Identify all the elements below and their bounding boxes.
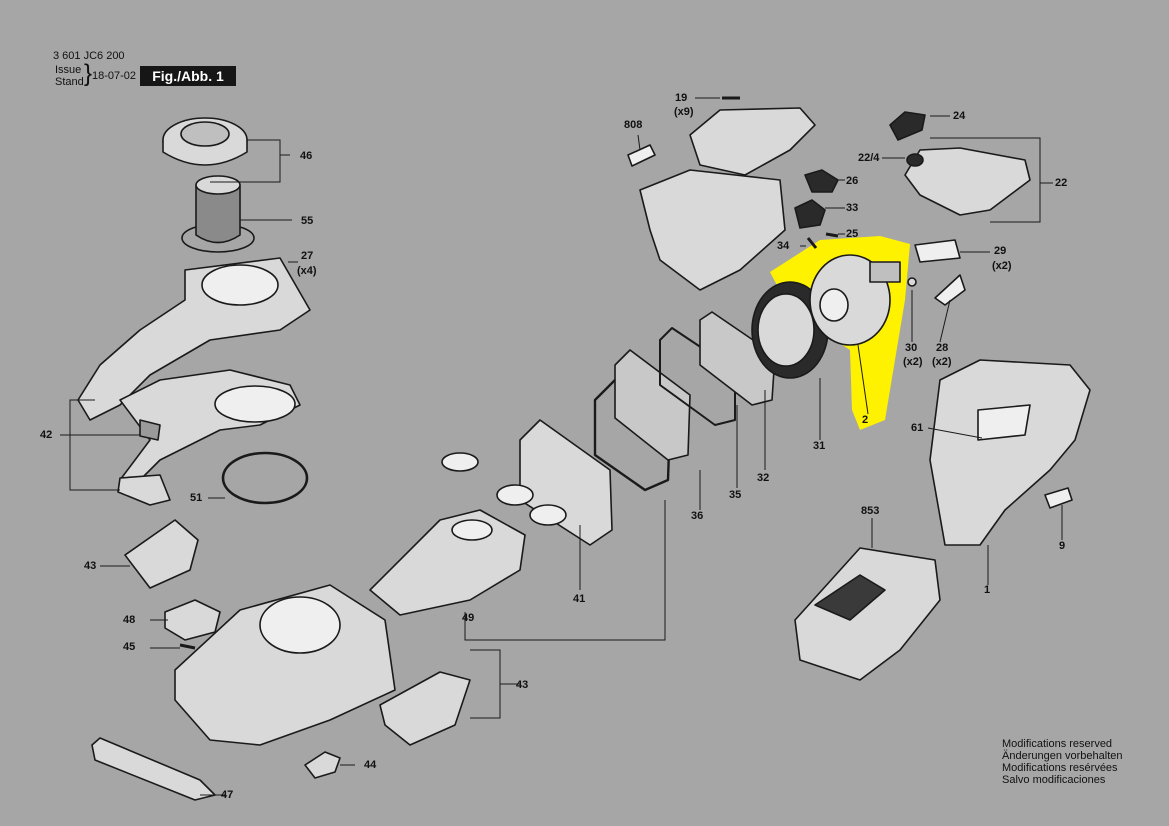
callout-42: 42 <box>40 429 53 441</box>
callout-35: 35 <box>729 489 742 501</box>
part-808-label <box>627 144 656 167</box>
callout-28-qty: (x2) <box>932 356 952 368</box>
part-31-motor-seal <box>751 281 829 379</box>
callout-44: 44 <box>364 759 377 771</box>
callout-26: 26 <box>846 175 859 187</box>
callout-41: 41 <box>573 593 586 605</box>
callout-25: 25 <box>846 228 859 240</box>
callout-19-qty: (x9) <box>674 106 694 118</box>
part-handle-housing <box>639 107 816 291</box>
part-44-clip <box>304 751 341 779</box>
part-28-deflector <box>934 274 966 306</box>
note-fr: Modifications resérvées <box>1002 762 1118 774</box>
callout-43-left: 43 <box>84 560 97 572</box>
callout-36: 36 <box>691 510 704 522</box>
callout-51: 51 <box>190 492 203 504</box>
part-41-prefilter <box>496 419 613 546</box>
part-853-charger <box>794 547 941 681</box>
callout-32: 32 <box>757 472 770 484</box>
part-2-motor <box>809 254 901 346</box>
callout-1: 1 <box>984 584 991 596</box>
part-upper-nozzle-housing <box>77 257 311 506</box>
callout-29-qty: (x2) <box>992 260 1012 272</box>
callout-29: 29 <box>994 245 1007 257</box>
callout-45: 45 <box>123 641 136 653</box>
callout-31: 31 <box>813 440 826 452</box>
callout-30: 30 <box>905 342 918 354</box>
callout-27: 27 <box>301 250 314 262</box>
callout-853: 853 <box>861 505 880 517</box>
part-25-pin <box>825 232 839 238</box>
callout-47: 47 <box>221 789 234 801</box>
part-49-nozzle <box>369 452 526 616</box>
callout-27-qty: (x4) <box>297 265 317 277</box>
figure-title: Fig./Abb. 1 <box>140 66 236 86</box>
callout-49: 49 <box>462 612 475 624</box>
part-55-cartridge-filter <box>181 175 255 253</box>
leader-lines <box>60 97 1063 796</box>
issue-brace: } <box>84 60 93 87</box>
part-35-fine-filter <box>659 327 736 426</box>
callout-9: 9 <box>1059 540 1066 552</box>
callout-22: 22 <box>1055 177 1068 189</box>
part-24-cap <box>889 111 926 141</box>
part-47-bottom-strip <box>91 737 216 801</box>
part-51-seal-ring <box>221 451 309 505</box>
part-26-button <box>804 169 839 193</box>
callout-43-right: 43 <box>516 679 529 691</box>
callout-24: 24 <box>953 110 966 122</box>
note-es: Salvo modificaciones <box>1002 774 1106 786</box>
callout-2: 2 <box>862 414 869 426</box>
part-22-electronics <box>904 147 1031 216</box>
part-46-filter-cap <box>162 117 248 166</box>
modifications-notes: Modifications reserved Änderungen vorbeh… <box>1002 738 1122 786</box>
callout-28: 28 <box>936 342 949 354</box>
part-32-grid-filter <box>699 311 776 406</box>
callout-34: 34 <box>777 240 790 252</box>
callout-33: 33 <box>846 202 859 214</box>
callout-22-4: 22/4 <box>858 152 880 164</box>
issue-date: 18-07-02 <box>92 70 137 82</box>
stand-label: Stand <box>55 76 84 88</box>
note-en: Modifications reserved <box>1002 738 1113 750</box>
issue-label: Issue <box>55 64 82 76</box>
part-43-cover-right <box>379 671 471 746</box>
callout-48: 48 <box>123 614 136 626</box>
part-48-switch-cover <box>164 599 221 641</box>
part-1-main-handle <box>929 359 1091 546</box>
callout-808: 808 <box>624 119 643 131</box>
part-30-screw <box>907 277 917 287</box>
callout-30-qty: (x2) <box>903 356 923 368</box>
note-de: Änderungen vorbehalten <box>1002 750 1123 762</box>
part-29-deflector <box>914 239 961 263</box>
callout-61: 61 <box>911 422 924 434</box>
callout-55: 55 <box>301 215 314 227</box>
part-34-spring <box>806 237 818 249</box>
part-33-switch <box>794 199 826 229</box>
callout-46: 46 <box>300 150 313 162</box>
part-lower-housing <box>174 584 396 746</box>
part-43-latch-left <box>124 519 199 589</box>
document-number: 3 601 JC6 200 <box>53 50 125 62</box>
part-45-spring <box>179 643 196 650</box>
callout-19: 19 <box>675 92 688 104</box>
